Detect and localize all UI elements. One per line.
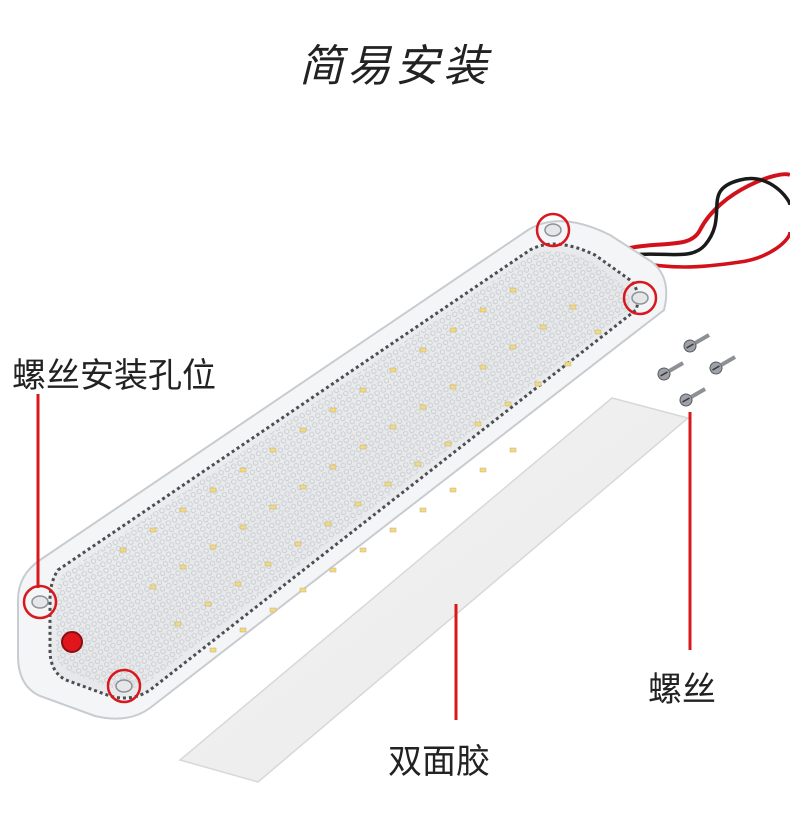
screw-set bbox=[657, 333, 737, 407]
mount-holes-label: 螺丝安装孔位 bbox=[12, 356, 216, 396]
page-title: 简易安装 bbox=[299, 41, 491, 92]
mount-hole-callouts bbox=[22, 212, 658, 704]
wire-bundle bbox=[619, 172, 790, 269]
power-button bbox=[61, 631, 83, 653]
tape-label: 双面胶 bbox=[388, 742, 490, 782]
screw-icon bbox=[679, 387, 707, 407]
screw-icon bbox=[657, 361, 685, 381]
screw-icon bbox=[709, 355, 737, 375]
screws-label: 螺丝 bbox=[648, 670, 716, 710]
double-sided-tape bbox=[178, 397, 690, 783]
mount-hole-markers bbox=[31, 223, 649, 693]
led-chip-grid bbox=[119, 287, 602, 653]
screw-icon bbox=[683, 333, 711, 353]
